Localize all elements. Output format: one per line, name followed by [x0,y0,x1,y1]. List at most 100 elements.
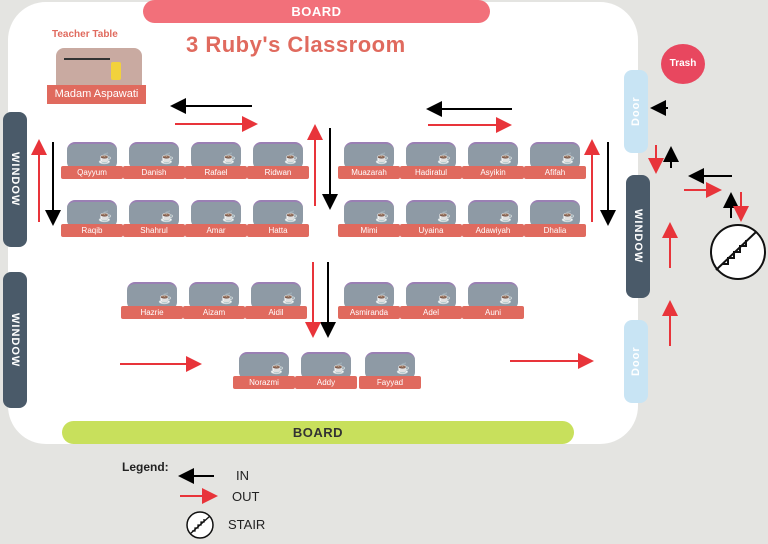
mug-icon: ☕ [499,153,513,165]
student-desk: ☕Asyikin [462,142,524,182]
desk-top [530,142,580,170]
student-name: Norazmi [233,376,295,389]
mug-icon: ☕ [282,293,296,305]
desk-top [301,352,351,380]
legend-out-label: OUT [232,489,260,504]
teacher-table-line [64,58,110,60]
student-desk: ☕Mimi [338,200,400,240]
desk-top [251,282,301,310]
board-top: BOARD [143,0,490,23]
student-name: Adel [400,306,462,319]
legend-in-label: IN [236,468,249,483]
student-name: Fayyad [359,376,421,389]
student-desk: ☕Qayyum [61,142,123,182]
student-name: Aidil [245,306,307,319]
mug-icon: ☕ [284,211,298,223]
pencil-cup-icon [111,62,121,80]
desk-top [253,200,303,228]
mug-icon: ☕ [561,153,575,165]
window-left-top: WINDOW [3,112,27,247]
student-name: Mimi [338,224,400,237]
mug-icon: ☕ [220,293,234,305]
student-name: Hatta [247,224,309,237]
mug-icon: ☕ [375,153,389,165]
mug-icon: ☕ [98,153,112,165]
desk-top [129,142,179,170]
mug-icon: ☕ [160,211,174,223]
page-title: 3 Ruby's Classroom [186,32,406,57]
mug-icon: ☕ [499,293,513,305]
desk-top [468,282,518,310]
desk-top [365,352,415,380]
student-name: Dhalia [524,224,586,237]
student-desk: ☕Muazarah [338,142,400,182]
mug-icon: ☕ [158,293,172,305]
desk-top [406,282,456,310]
mug-icon: ☕ [284,153,298,165]
legend-stair-label: STAIR [228,517,266,532]
desk-top [239,352,289,380]
student-name: Auni [462,306,524,319]
mug-icon: ☕ [98,211,112,223]
student-desk: ☕Ridwan [247,142,309,182]
student-desk: ☕Aidil [245,282,307,322]
student-desk: ☕Asmiranda [338,282,400,322]
student-desk: ☕Aizam [183,282,245,322]
student-name: Raqib [61,224,123,237]
window-right: WINDOW [626,175,650,298]
student-desk: ☕Afifah [524,142,586,182]
desk-top [191,200,241,228]
student-desk: ☕Shahrul [123,200,185,240]
student-name: Hazrie [121,306,183,319]
student-desk: ☕Adel [400,282,462,322]
desk-top [189,282,239,310]
desk-top [67,142,117,170]
mug-icon: ☕ [499,211,513,223]
desk-top [344,282,394,310]
legend-title: Legend: [122,460,169,474]
desk-top [127,282,177,310]
student-desk: ☕Fayyad [359,352,421,392]
student-desk: ☕Hazrie [121,282,183,322]
student-desk: ☕Norazmi [233,352,295,392]
student-name: Ridwan [247,166,309,179]
desk-top [468,200,518,228]
student-desk: ☕Dhalia [524,200,586,240]
teacher-table-label: Teacher Table [52,29,118,40]
stair-icon [710,224,766,280]
student-desk: ☕Auni [462,282,524,322]
student-name: Qayyum [61,166,123,179]
mug-icon: ☕ [437,293,451,305]
desk-top [129,200,179,228]
student-name: Asmiranda [338,306,400,319]
student-desk: ☕Rafael [185,142,247,182]
mug-icon: ☕ [270,363,284,375]
desk-top [406,142,456,170]
student-name: Uyaina [400,224,462,237]
student-name: Asyikin [462,166,524,179]
desk-top [406,200,456,228]
teacher-name: Madam Aspawati [47,85,146,104]
teacher-table [56,48,142,88]
mug-icon: ☕ [222,211,236,223]
student-desk: ☕Hadiratul [400,142,462,182]
student-name: Hadiratul [400,166,462,179]
student-name: Adawiyah [462,224,524,237]
trash-bin: Trash [661,44,705,84]
desk-top [191,142,241,170]
student-name: Amar [185,224,247,237]
desk-top [67,200,117,228]
mug-icon: ☕ [332,363,346,375]
mug-icon: ☕ [222,153,236,165]
mug-icon: ☕ [396,363,410,375]
student-desk: ☕Addy [295,352,357,392]
student-desk: ☕Hatta [247,200,309,240]
student-desk: ☕Adawiyah [462,200,524,240]
student-desk: ☕Uyaina [400,200,462,240]
window-left-bottom: WINDOW [3,272,27,408]
mug-icon: ☕ [375,293,389,305]
student-name: Danish [123,166,185,179]
desk-top [344,200,394,228]
mug-icon: ☕ [437,153,451,165]
